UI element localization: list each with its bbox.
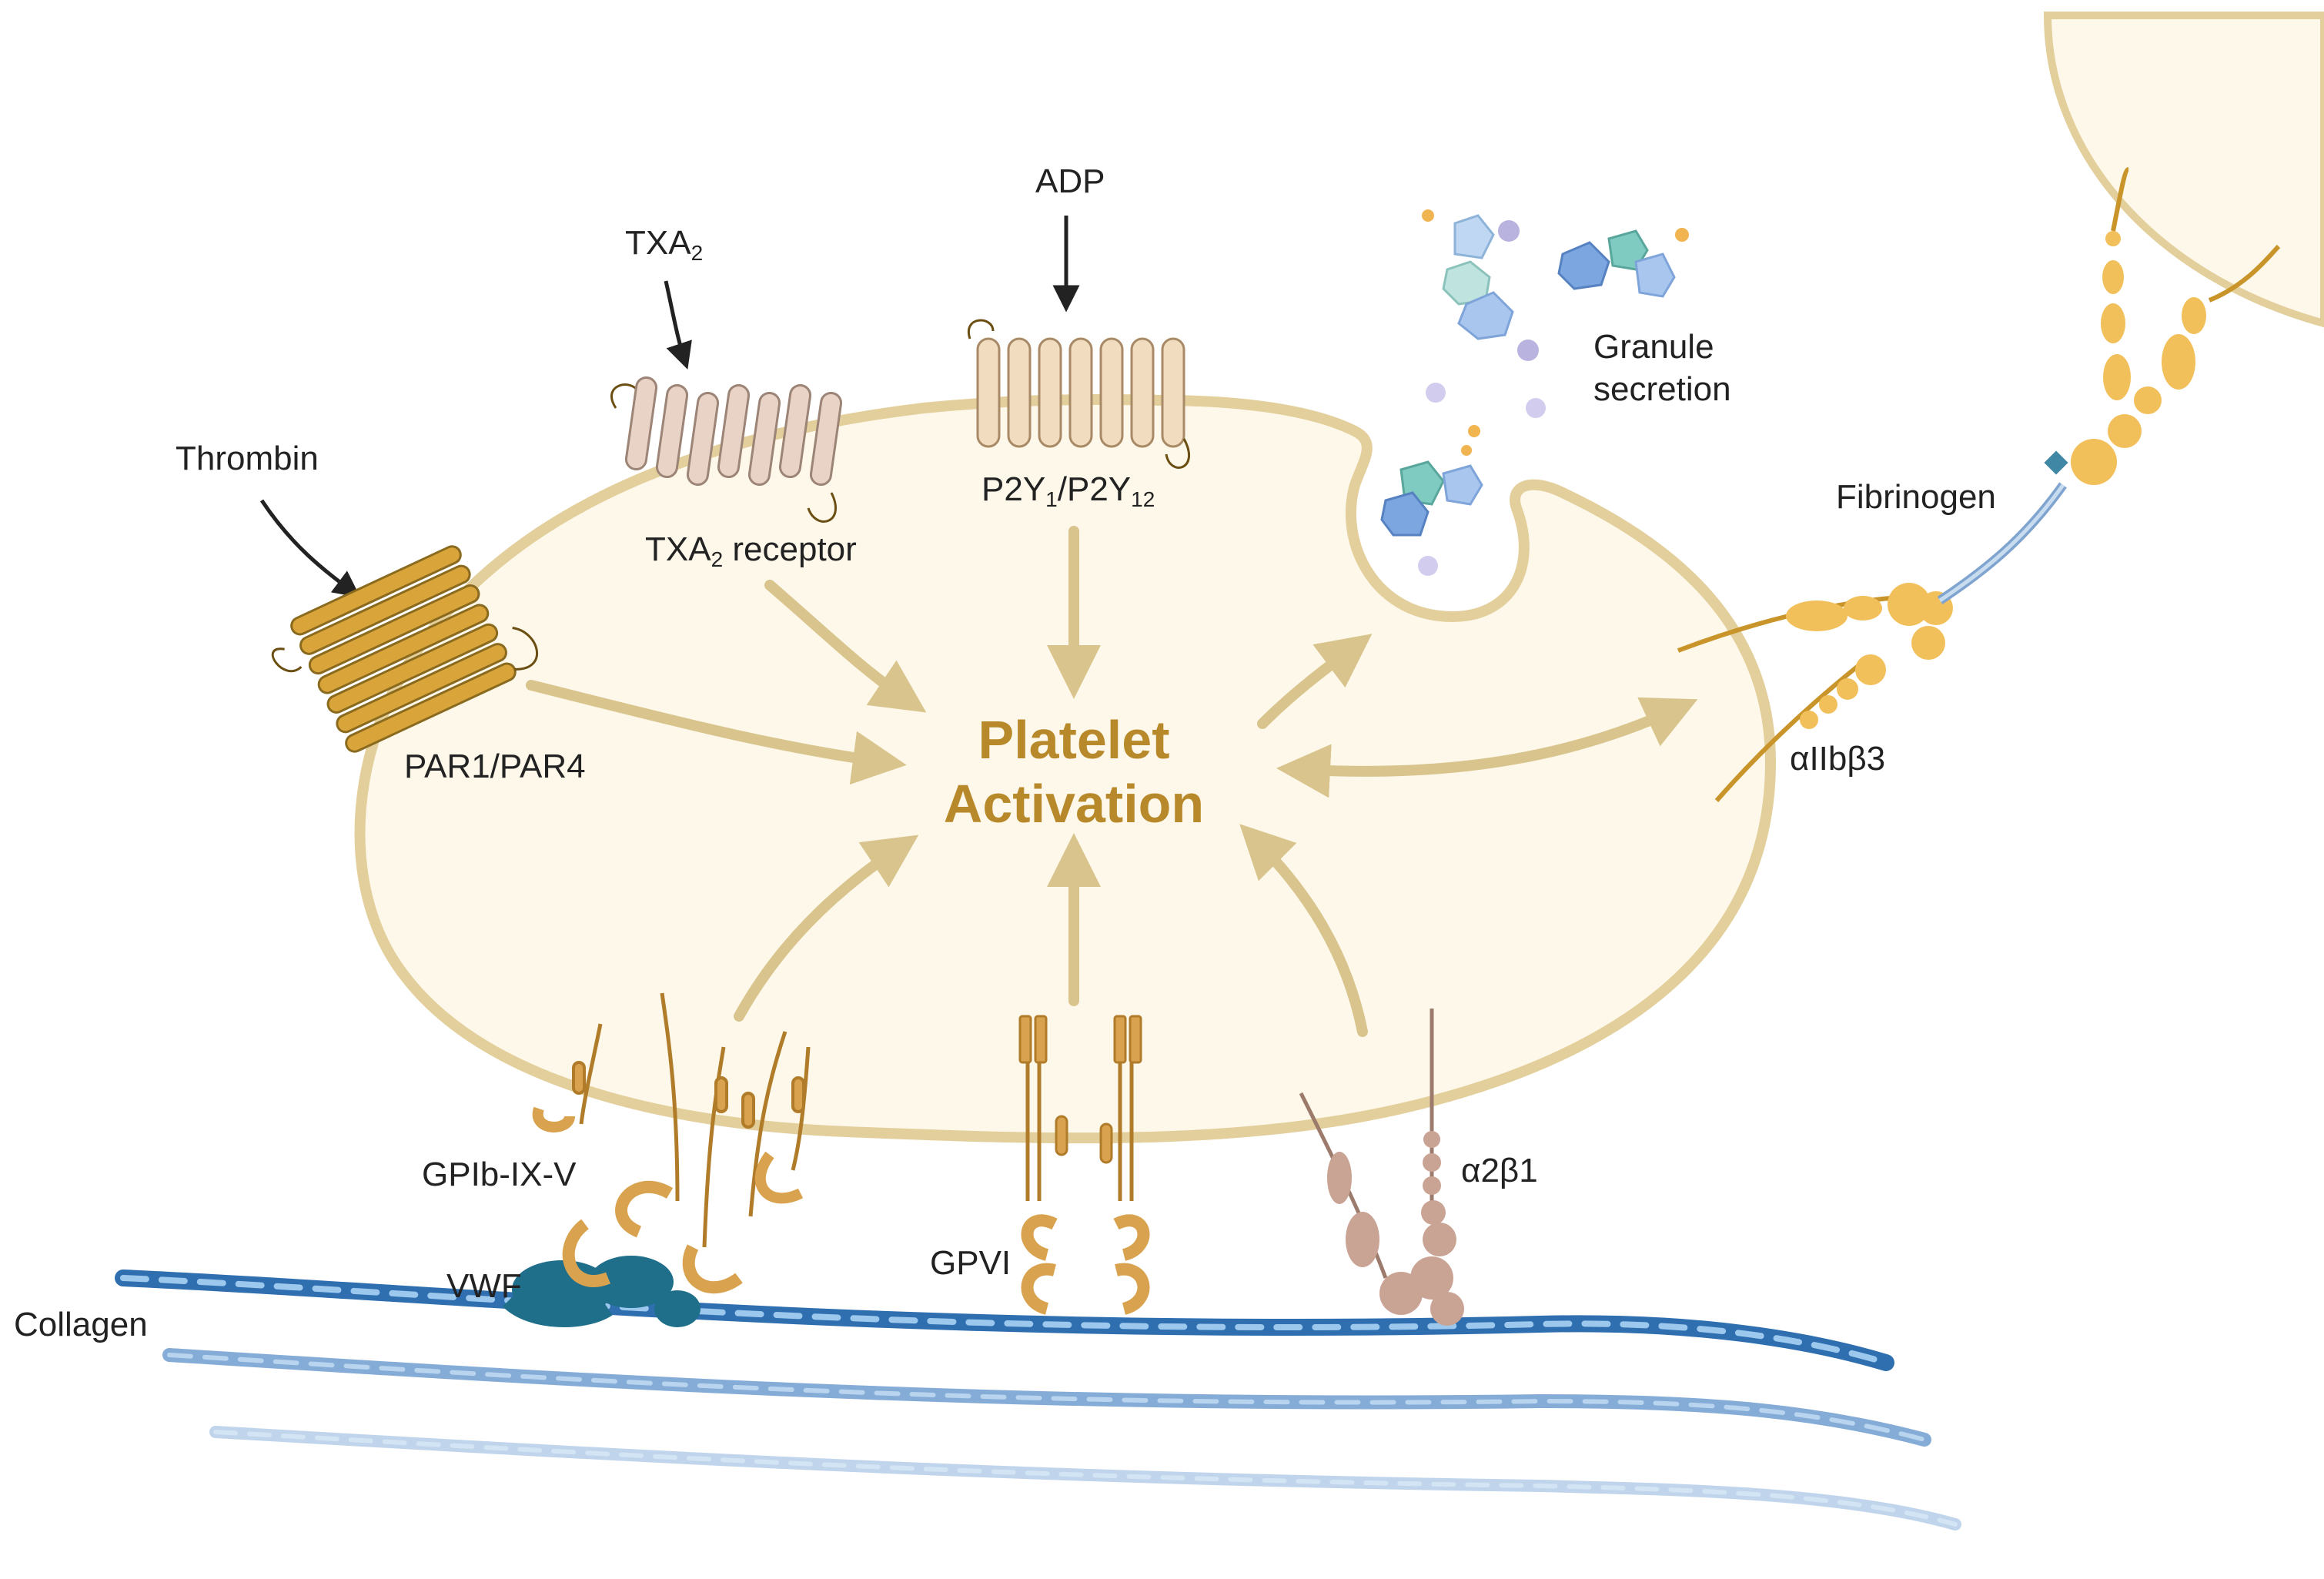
gpvi-receptors (1018, 1015, 1150, 1315)
arrow-txa2 (764, 580, 927, 713)
gpib-label: GPIb-IX-V (422, 1156, 577, 1193)
collagen-label: Collagen (14, 1306, 148, 1343)
aiib-integrin (1677, 583, 1953, 802)
arrow-par (526, 680, 907, 785)
arrow-gpib (734, 835, 919, 1022)
gpib-lobes (532, 1061, 805, 1294)
collagen-fibers (115, 1270, 1961, 1530)
aiib-label: αIIbβ3 (1790, 740, 1885, 778)
granule-label-2: secretion (1593, 370, 1731, 408)
arrow-granule (1257, 634, 1373, 729)
arrow-integrin (1276, 697, 1698, 798)
agonist-arrows (259, 216, 1080, 598)
platelet-title-line2: Activation (944, 774, 1204, 834)
txa2-arrow (664, 280, 692, 370)
par-receptor (271, 545, 538, 753)
a2b1-integrin (1299, 1009, 1464, 1326)
activation-arrows (526, 526, 1698, 1037)
thrombin-arrow (259, 499, 361, 598)
granule-label-1: Granule (1593, 328, 1714, 366)
txa2-receptor (610, 376, 843, 523)
a2b1-label: α2β1 (1461, 1152, 1538, 1189)
vwf-label: VWF (446, 1267, 522, 1305)
platelet-title-line1: Platelet (978, 710, 1170, 770)
gpib-receptors (579, 992, 811, 1248)
fibrinogen-label: Fibrinogen (1836, 478, 1996, 516)
txa2-label: TXA2 (625, 224, 703, 265)
gpvi-label: GPVI (930, 1244, 1011, 1282)
granule-particles (1380, 209, 1689, 576)
p2y-label: P2Y1/P2Y12 (981, 470, 1155, 511)
arrow-a2b1 (1239, 824, 1368, 1037)
p2y-receptor (967, 319, 1190, 469)
adp-label: ADP (1035, 162, 1105, 200)
txa2-receptor-label: TXA2 receptor (645, 530, 857, 571)
neighbour-cell (2043, 12, 2324, 328)
fibrinogen (1937, 167, 2281, 604)
par-label: PAR1/PAR4 (404, 748, 586, 785)
vwf (502, 1256, 701, 1327)
thrombin-label: Thrombin (176, 440, 319, 477)
